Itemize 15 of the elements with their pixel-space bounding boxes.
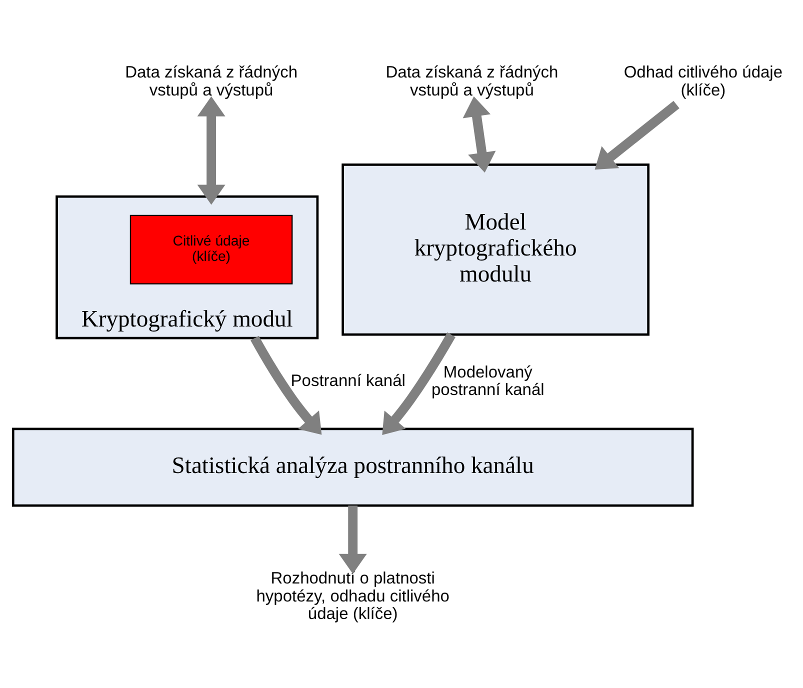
node-text: Rozhodnutí o platnosti hypotézy, odhadu citlivého údaje (klíče) — [256, 570, 450, 624]
node-box: Statistická analýza postranního kanálu — [12, 428, 694, 507]
edge-label: Postranní kanál — [290, 372, 406, 390]
arrow — [197, 96, 226, 205]
node-text: Data získaná z řádných vstupů a výstupů — [386, 64, 558, 100]
node-box: Citlivé údaje (klíče) — [130, 214, 293, 284]
arrow — [594, 100, 680, 170]
edge-label: Modelovaný postranní kanál — [431, 363, 544, 399]
arrow — [250, 336, 322, 435]
node-box: Model kryptografického modulu — [342, 164, 650, 336]
node-text: Odhad citlivého údaje (klíče) — [624, 64, 783, 100]
node-text: Data získaná z řádných vstupů a výstupů — [125, 64, 298, 100]
arrow — [462, 96, 496, 173]
arrow — [382, 332, 456, 435]
arrow — [338, 506, 367, 574]
